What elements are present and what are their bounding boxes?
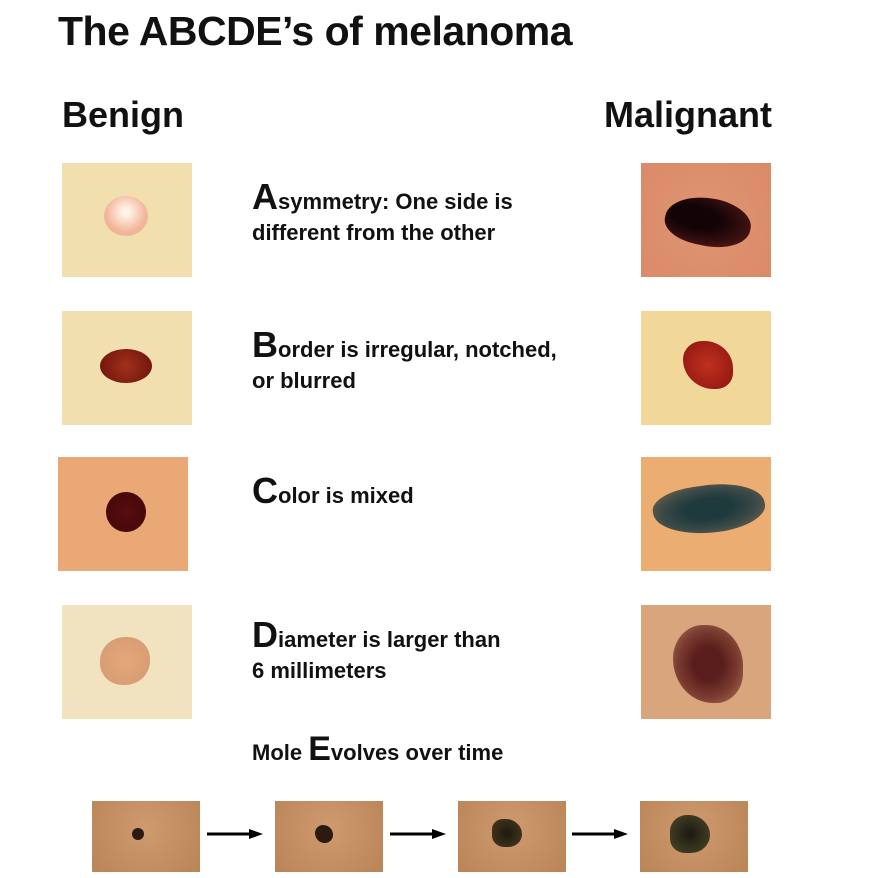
arrow-right-icon [572, 829, 628, 839]
evolution-stage-4-image [640, 801, 748, 872]
benign-heading: Benign [62, 94, 184, 135]
malignant-asymmetry-image [641, 163, 771, 277]
benign-diameter-image [62, 605, 192, 719]
malignant-heading: Malignant [604, 94, 772, 135]
criterion-border: Border is irregular, notched, or blurred [252, 324, 557, 394]
malignant-color-image [641, 457, 771, 571]
criterion-evolving: Mole Evolves over time [252, 730, 504, 768]
arrow-right-icon [207, 829, 263, 839]
benign-color-image [58, 457, 188, 571]
page-title: The ABCDE’s of melanoma [58, 8, 573, 54]
arrow-right-icon [390, 829, 446, 839]
criterion-color: Color is mixed [252, 470, 414, 511]
evolution-stage-1-image [92, 801, 200, 872]
benign-border-image [62, 311, 192, 425]
malignant-diameter-image [641, 605, 771, 719]
evolution-stage-2-image [275, 801, 383, 872]
criterion-asymmetry: Asymmetry: One side is different from th… [252, 176, 513, 246]
evolution-stage-3-image [458, 801, 566, 872]
criterion-diameter: Diameter is larger than 6 millimeters [252, 614, 501, 684]
benign-asymmetry-image [62, 163, 192, 277]
malignant-border-image [641, 311, 771, 425]
